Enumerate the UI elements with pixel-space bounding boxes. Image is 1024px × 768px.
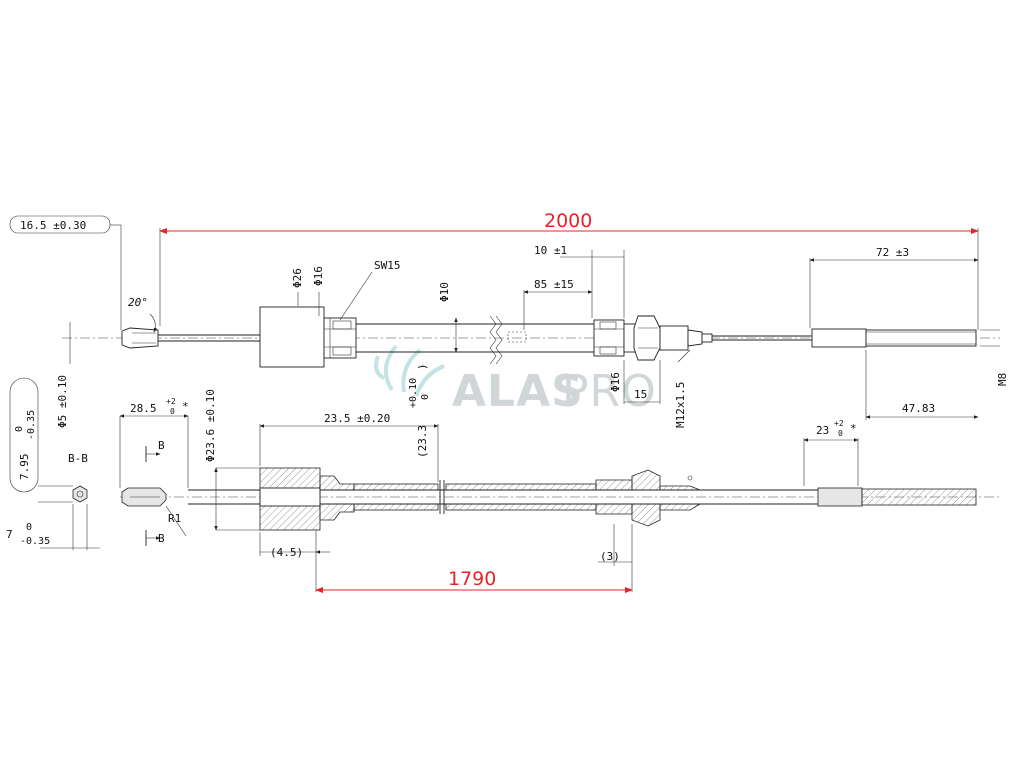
leaf-icon: [374, 344, 445, 397]
dim-d23-six: Φ23.6 ±0.10: [204, 389, 217, 462]
dim-twenty-three-right-tol-lo: 0: [838, 429, 843, 438]
dim-twenty-three-three-tol-hi: +0.10: [408, 378, 419, 408]
section-end-rod: [817, 487, 863, 507]
dim-seven: 7: [6, 528, 13, 541]
dim-d16: Φ16: [312, 266, 325, 286]
dim-forty-seven: 47.83: [902, 402, 935, 415]
dim-seven-95-tol-lo: -0.35: [26, 410, 37, 440]
dim-ten: 10 ±1: [534, 244, 567, 257]
dim-twenty-three-right: 23: [816, 424, 829, 437]
dim-star-left: *: [182, 400, 189, 413]
dim-m12-thread: M12x1.5: [674, 382, 687, 428]
dim-sleeve-length: 1790: [448, 568, 496, 590]
dim-overall-length: 2000: [544, 210, 592, 232]
dim-star-right: *: [850, 422, 857, 435]
lower-section-view: 28.5 +2 0 * Φ23.6 ±0.10 23.5 ±0.20 (23.3…: [119, 363, 1000, 593]
section-marker-top: B: [158, 439, 165, 452]
dim-seven-tol-lo: -0.35: [20, 536, 50, 547]
dim-seventy-two: 72 ±3: [876, 246, 909, 259]
dim-four-five: (4.5): [270, 546, 303, 559]
threaded-end-rod: [811, 328, 867, 348]
dim-twenty-three-three-tol-lo: 0: [420, 394, 431, 400]
dim-twenty-eight-tol-lo: 0: [170, 407, 175, 416]
dim-d10: Φ10: [438, 282, 451, 302]
dim-twenty-eight: 28.5: [130, 402, 157, 415]
right-hex-fitting: [593, 319, 625, 357]
dim-seven-tol-hi: 0: [26, 522, 32, 533]
dim-eighty-five: 85 ±15: [534, 278, 574, 291]
dim-d26: Φ26: [291, 268, 304, 288]
watermark-brand-light: PRO: [562, 366, 657, 417]
watermark-logo: ALAS PRO: [374, 344, 657, 417]
hex-fitting-sw15: [323, 317, 357, 359]
upper-view: 2000 16.5 ±0.30 20° Φ26 Φ16 SW15 Φ10 10 …: [9, 210, 1009, 428]
m12-nut: [633, 315, 661, 361]
dim-twenty-eight-tol-hi: +2: [166, 397, 176, 406]
dim-fifteen: 15: [634, 388, 647, 401]
dim-seven-95: 7.95: [18, 454, 31, 481]
hex-cross-section: [72, 485, 88, 503]
dim-twenty-three-three-close: ): [416, 363, 429, 370]
left-cone-end: [121, 327, 159, 349]
watermark-brand-bold: ALAS: [452, 366, 584, 417]
dim-d5: Φ5 ±0.10: [56, 375, 69, 428]
dim-d16-right: Φ16: [609, 372, 622, 392]
dim-m8: M8: [996, 373, 1009, 386]
dim-twenty-three-five: 23.5 ±0.20: [324, 412, 390, 425]
dim-twenty-three-right-tol-hi: +2: [834, 419, 844, 428]
dim-seven-95-tol-hi: 0: [14, 426, 25, 432]
dim-angle: 20°: [128, 296, 148, 309]
sleeve-body-d26: [259, 306, 325, 368]
section-title: B-B: [68, 452, 88, 465]
dim-twenty-three-three: (23.3: [416, 425, 429, 458]
section-marker-bottom: B: [158, 532, 165, 545]
dim-three: (3): [600, 550, 620, 563]
dim-wrench-size: SW15: [374, 259, 401, 272]
dim-left-offset: 16.5 ±0.30: [20, 219, 86, 232]
section-b-b-detail: B-B Φ5 ±0.10 7.95 0 -0.35 7 0 -0.35: [6, 322, 100, 550]
